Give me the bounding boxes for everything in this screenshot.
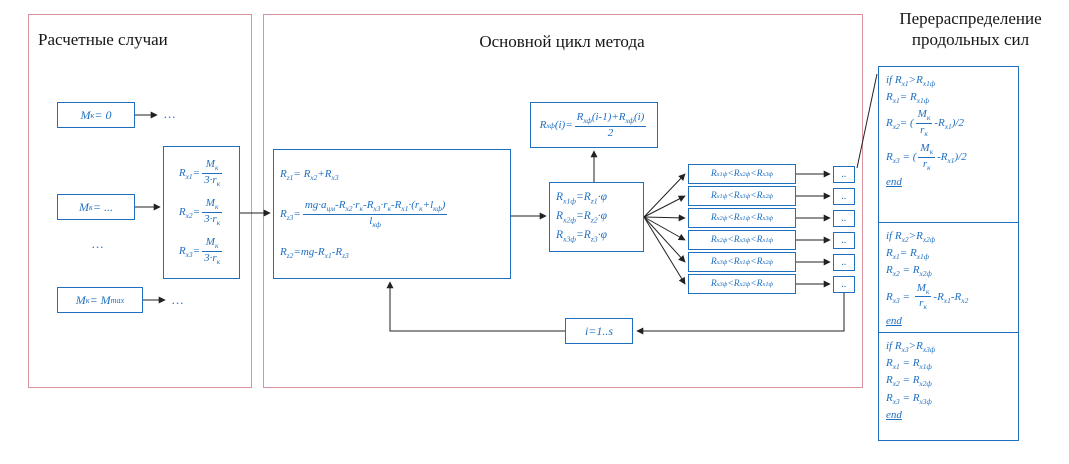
right-panel-title-line2: продольных сил	[911, 30, 1030, 50]
formula-rz1: Rz1= Rх2+Rх3	[280, 167, 339, 182]
assignment-line: Rх2 = Rх2ф	[886, 264, 932, 279]
branch-continuation-box: ..	[833, 276, 855, 293]
end-line: end	[886, 175, 902, 188]
end-line: end	[886, 408, 902, 421]
branch-continuation-box: ..	[833, 210, 855, 227]
vertical-reactions-formula-box: Rz1= Rх2+Rх3 Rz3=mg·aцм-Rх2·rк-Rх3·rк-Rх…	[273, 149, 511, 279]
right-panel-title-line1: Перераспределение	[899, 9, 1042, 28]
branch-continuation-box: ..	[833, 188, 855, 205]
formula-rz3: Rz3=mg·aцм-Rх2·rк-Rх3·rк-Rх1·(rк+lкф)lкф	[280, 198, 448, 229]
branch-continuation-box: ..	[833, 254, 855, 271]
main-panel-title: Основной цикл метода	[479, 32, 645, 51]
assignment-line: Rх1= Rх1ф	[886, 247, 930, 262]
formula-rz2: Rz2=mg-Rх1-Rz3	[280, 246, 349, 261]
ellipsis-after-case1: ...	[164, 106, 177, 121]
assignment-line: Rх3 = Rх3ф	[886, 391, 932, 406]
assignment-line: Rх1 = Rх1ф	[886, 357, 932, 372]
left-panel-title: Расчетные случаи	[38, 30, 168, 49]
formula-rx2f: Rх2ф=Rz2·φ	[556, 209, 607, 225]
iteration-counter-box: i=1..s	[565, 318, 633, 344]
right-panel-title: Перераспределение продольных сил	[872, 8, 1069, 51]
friction-limit-box: Rх1ф=Rz1·φ Rх2ф=Rz2·φ Rх3ф=Rz3·φ	[549, 182, 644, 252]
redistribution-block-3: if Rх3>Rх3ф Rх1 = Rх1ф Rх2 = Rх2ф Rх3 = …	[878, 332, 1019, 441]
formula-rx1f: Rх1ф=Rz1·φ	[556, 190, 607, 206]
assignment-line: Rх2 = Rх2ф	[886, 374, 932, 389]
branch-continuation-box: ..	[833, 166, 855, 183]
ellipsis-between-cases: ...	[92, 236, 105, 251]
condition-line: if Rх3>Rх3ф	[886, 340, 936, 355]
main-cycle-panel	[263, 14, 863, 388]
ellipsis-after-case3: ...	[172, 292, 185, 307]
condition-line: if Rх1>Rх1ф	[886, 74, 936, 89]
redistribution-block-2: if Rх2>Rх2ф Rх1= Rх1ф Rх2 = Rх2ф Rх3 = M…	[878, 222, 1019, 333]
end-line: end	[886, 315, 902, 328]
branch-continuation-box: ..	[833, 232, 855, 249]
assignment-line: Rх1= Rх1ф	[886, 91, 930, 106]
condition-line: if Rх2>Rх2ф	[886, 230, 936, 245]
calculation-cases-panel	[28, 14, 252, 388]
formula-rx3f: Rх3ф=Rz3·φ	[556, 228, 607, 244]
